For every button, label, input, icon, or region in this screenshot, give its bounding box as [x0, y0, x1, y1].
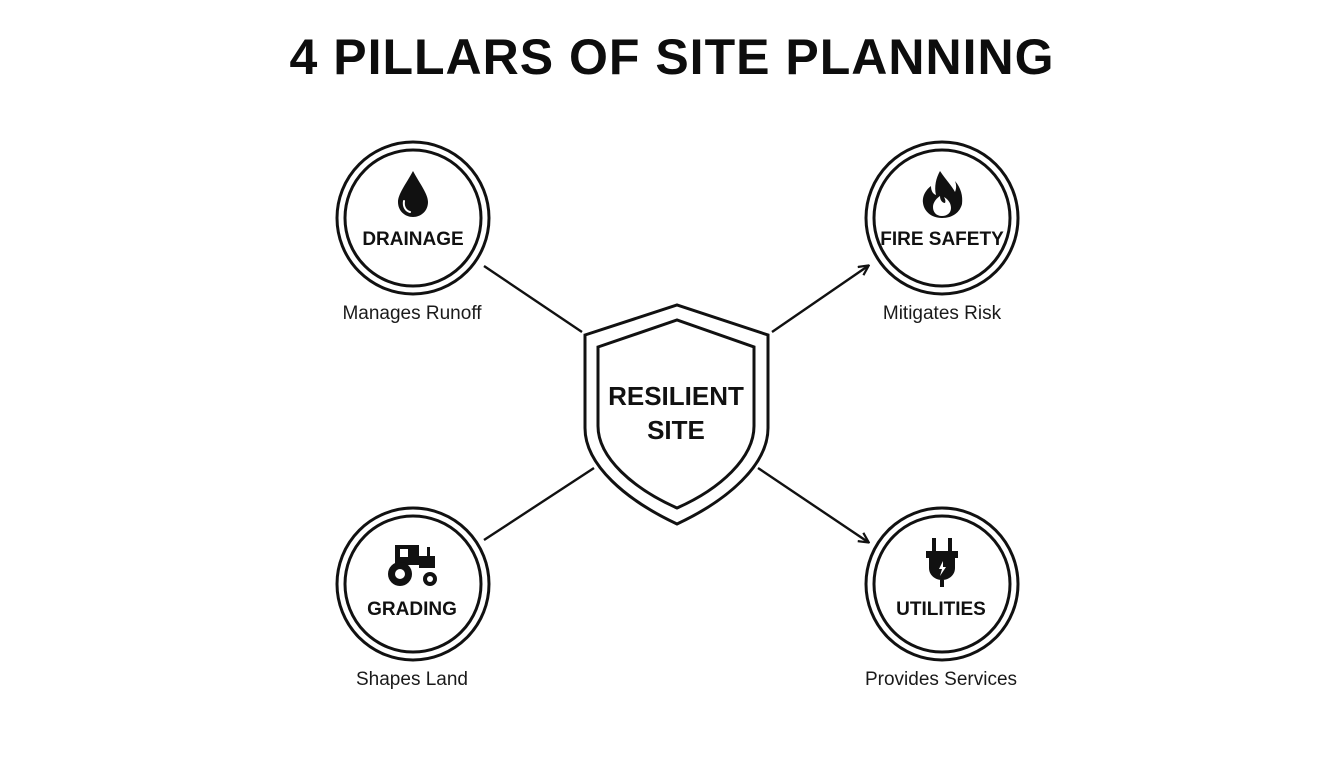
core-label-line1: RESILIENT: [608, 381, 744, 411]
resilient-site-core: RESILIENT SITE: [583, 303, 770, 526]
pillar-fire-safety: FIRE SAFETY Mitigates Risk: [864, 140, 1020, 324]
pillar-grading: GRADING Shapes Land: [335, 506, 491, 690]
pillar-description: Provides Services: [865, 669, 1017, 690]
flame-icon: [922, 171, 963, 218]
pillar-outer-ring: [335, 506, 491, 662]
pillar-outer-ring: [335, 140, 491, 296]
pillar-description: Shapes Land: [356, 669, 468, 690]
connector-utilities: [757, 467, 868, 542]
plug-icon: [926, 538, 958, 587]
pillar-name: FIRE SAFETY: [880, 229, 1004, 250]
pillar-description: Manages Runoff: [342, 303, 482, 324]
pillar-inner-ring: [343, 148, 483, 288]
pillar-name: GRADING: [367, 599, 457, 620]
pillar-description: Mitigates Risk: [883, 303, 1002, 324]
pillar-inner-ring: [872, 514, 1012, 654]
shield-inner-outline: [596, 318, 756, 510]
pillar-inner-ring: [343, 514, 483, 654]
pillar-name: DRAINAGE: [362, 229, 463, 250]
pillar-name: UTILITIES: [896, 599, 986, 620]
core-label-line2: SITE: [647, 415, 705, 445]
pillar-inner-ring: [872, 148, 1012, 288]
connector-drainage: [483, 265, 583, 333]
connector-fire-safety: [771, 266, 868, 333]
pillar-drainage: DRAINAGE Manages Runoff: [335, 140, 491, 324]
water-drop-icon: [398, 171, 428, 217]
tractor-icon: [388, 545, 437, 586]
diagram-title: 4 PILLARS OF SITE PLANNING: [289, 29, 1055, 85]
connector-grading: [483, 466, 595, 542]
pillar-utilities: UTILITIES Provides Services: [864, 506, 1020, 690]
shield-icon: [583, 303, 770, 526]
